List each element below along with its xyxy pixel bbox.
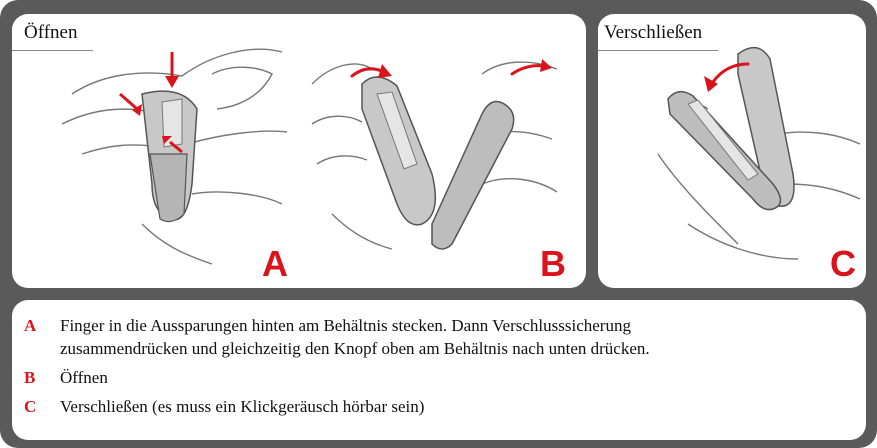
caption-line: Finger in die Aussparungen hinten am Beh… <box>60 314 650 337</box>
close-panel: C Verschließen <box>598 14 866 288</box>
caption-item-a: A Finger in die Aussparungen hinten am B… <box>24 314 846 360</box>
close-heading: Verschließen <box>598 20 718 51</box>
caption-item-c: C Verschließen (es muss ein Klickgeräusc… <box>24 395 846 418</box>
caption-item-b: B Öffnen <box>24 366 846 389</box>
open-heading: Öffnen <box>12 20 93 51</box>
caption-panel: A Finger in die Aussparungen hinten am B… <box>12 300 866 440</box>
label-c: C <box>830 243 856 284</box>
caption-text: Finger in die Aussparungen hinten am Beh… <box>60 314 650 360</box>
device-a <box>142 91 197 221</box>
caption-text: Öffnen <box>60 366 108 389</box>
open-illustration: A B <box>12 14 586 288</box>
open-panel: A B Öffnen <box>12 14 586 288</box>
label-b: B <box>540 243 566 284</box>
label-a: A <box>262 243 288 284</box>
caption-text: Verschließen (es muss ein Klickgeräusch … <box>60 395 424 418</box>
caption-list: A Finger in die Aussparungen hinten am B… <box>24 314 846 424</box>
device-c <box>668 48 794 210</box>
caption-letter: C <box>24 395 60 418</box>
caption-letter: B <box>24 366 60 389</box>
device-b <box>362 77 514 249</box>
caption-line: zusammendrücken und gleichzeitig den Kno… <box>60 337 650 360</box>
close-illustration: C <box>598 14 866 288</box>
caption-letter: A <box>24 314 60 360</box>
